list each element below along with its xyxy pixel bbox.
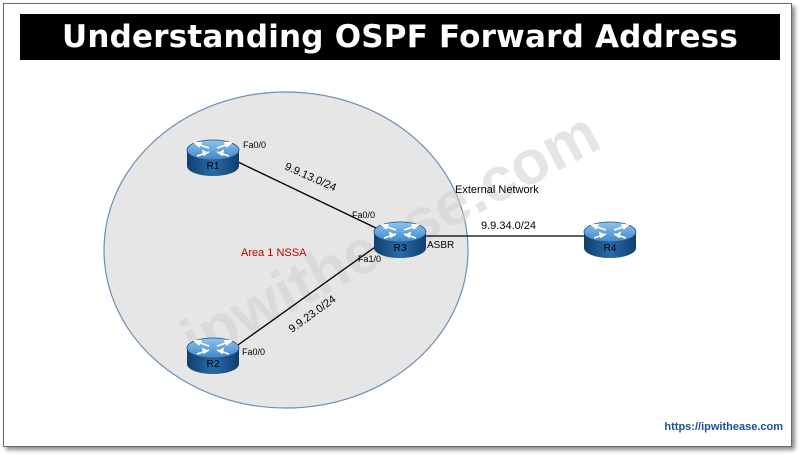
asbr-label: ASBR [427,240,454,251]
r3-fa10-label: Fa1/0 [358,254,381,264]
external-network-label: External Network [455,184,539,196]
router-r4: R4 [583,221,637,259]
router-r2-label: R2 [207,359,220,370]
link-r1-r3 [237,161,379,230]
website-link[interactable]: https://ipwithease.com [664,421,783,433]
r1-interface-label: Fa0/0 [243,140,266,150]
router-r3-label: R3 [394,243,407,254]
page-title: Understanding OSPF Forward Address [62,19,738,55]
area-label: Area 1 NSSA [241,247,307,259]
router-r2: R2 [186,337,240,375]
router-r1-label: R1 [207,161,220,172]
subnet-r3-r4-label: 9.9.34.0/24 [481,220,536,232]
r2-interface-label: Fa0/0 [242,347,265,357]
router-r4-label: R4 [604,243,617,254]
r3-fa00-label: Fa0/0 [352,210,375,220]
router-r3: R3 [373,221,427,259]
link-r2-r3 [237,244,379,346]
title-bar: Understanding OSPF Forward Address [20,14,780,60]
router-r1: R1 [186,139,240,177]
